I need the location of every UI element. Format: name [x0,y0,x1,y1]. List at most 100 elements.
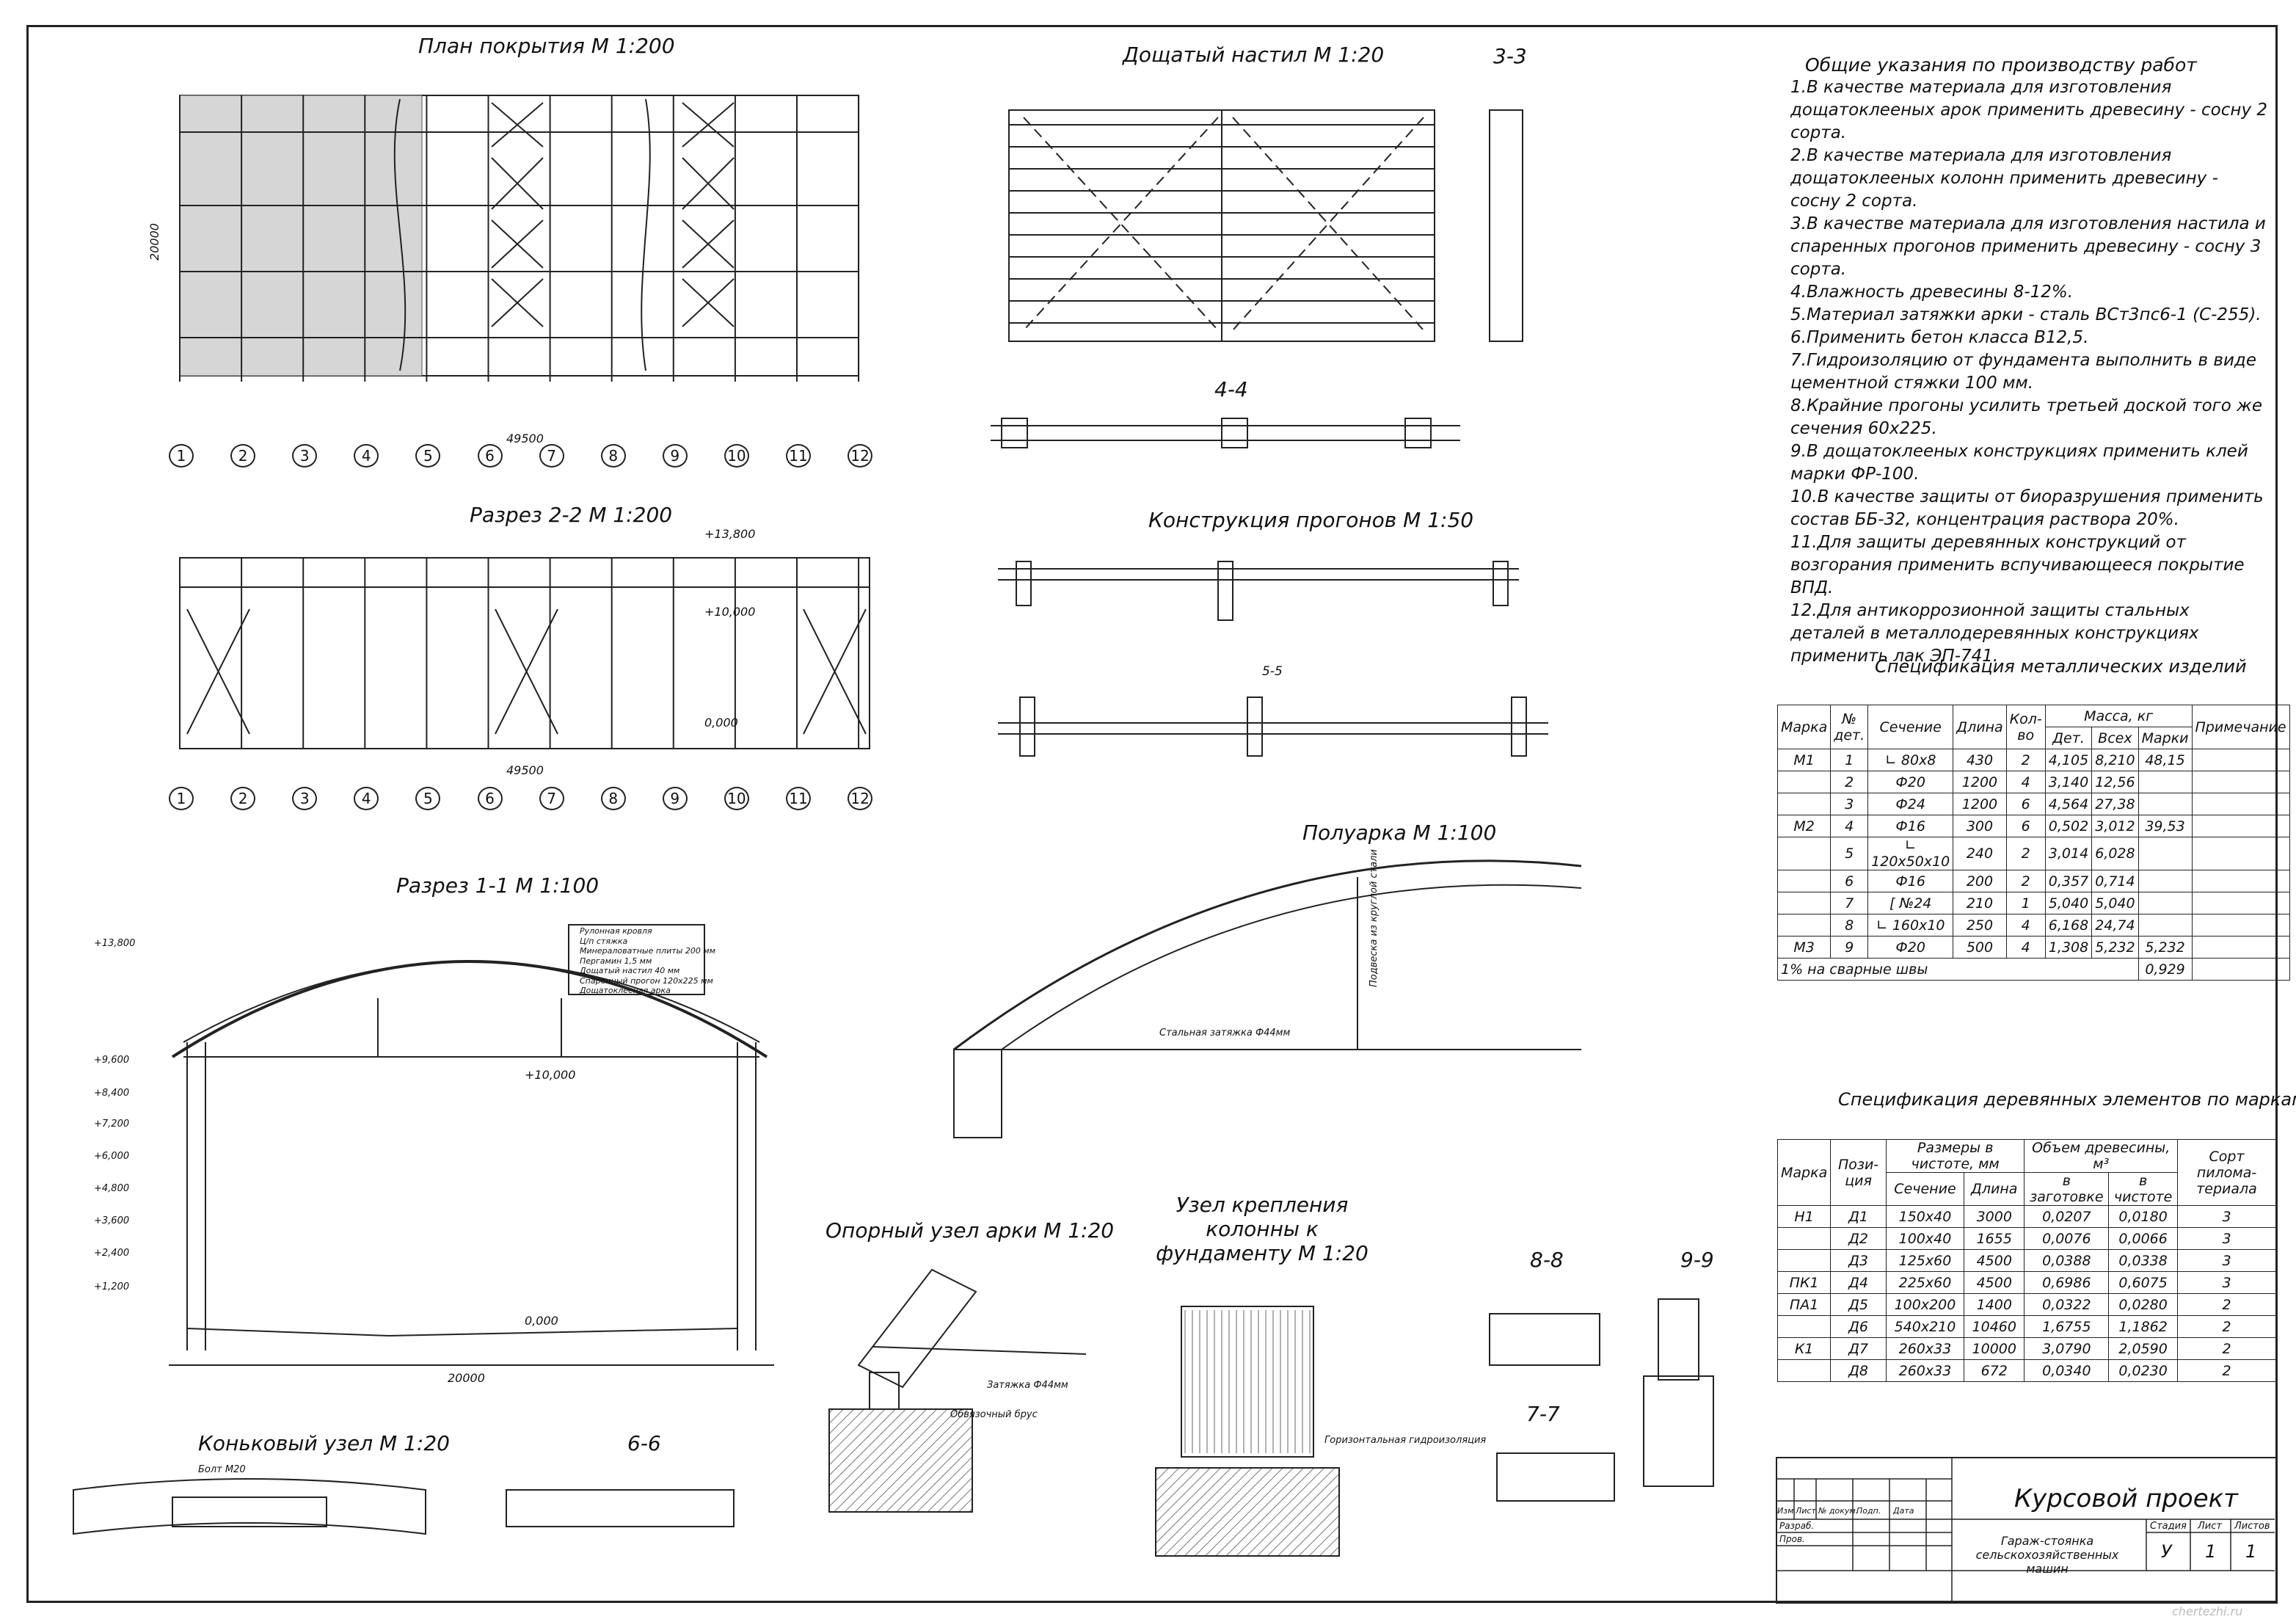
table-cell: 5 [1830,837,1869,870]
axis-bubble: 1 [169,787,194,810]
halfarch-title: Полуарка М 1:100 [1302,821,1497,845]
hydro-label: Горизонтальная гидроизоляция [1324,1435,1487,1446]
col-mark: Марка [1776,705,1832,749]
roof-layer: Ц/п стяжка [580,936,628,946]
notes-list: 1.В качестве материала для изготовления … [1790,76,2267,668]
table-cell: 4500 [1964,1271,2025,1294]
wcol-volume: Объем древесины, м³ [2024,1139,2179,1173]
table-cell: 0,0322 [2024,1293,2110,1316]
purlins-title: Конструкция прогонов М 1:50 [1148,508,1474,532]
note-item: 11.Для защиты деревянных конструкций от … [1790,533,2245,597]
table-cell [1776,837,1832,870]
col-section: Сечение [1867,705,1954,749]
table-cell [2138,892,2193,914]
table-cell: ПА1 [1776,1293,1832,1316]
note-item: 1.В качестве материала для изготовления … [1790,78,2267,142]
welds-value: 0,929 [2138,958,2193,981]
axis-bubble: 4 [354,787,379,810]
stamp-sheet-label: Лист [2198,1521,2222,1532]
table-cell: 5,232 [2138,936,2193,959]
table-cell: 8,210 [2091,749,2139,771]
wcol-pos: Пози-ция [1830,1139,1887,1206]
table-cell: 430 [1953,749,2007,771]
table-cell: M2 [1776,815,1832,837]
level-mark: +6,000 [94,1151,130,1162]
table-cell: 0,502 [2044,815,2093,837]
wood-spec-title: Спецификация деревянных элементов по мар… [1838,1089,2296,1110]
axis-bubble: 7 [539,787,564,810]
table-cell: Д8 [1830,1359,1887,1382]
s22-mid-level: +10,000 [704,605,756,619]
table-cell: 1400 [1964,1293,2025,1316]
welds-label: 1% на сварные швы [1777,958,2139,981]
table-cell: 1 [1830,749,1869,771]
table-cell: 4,564 [2044,793,2093,815]
wcol-blank: в заготовке [2024,1172,2110,1206]
table-cell: 100х40 [1885,1227,1965,1250]
table-cell: 10000 [1964,1337,2025,1360]
table-cell: 7 [1830,892,1869,914]
s77-title: 7-7 [1526,1402,1560,1426]
bolt-label: Болт М20 [198,1464,246,1475]
table-cell: 0,357 [2044,870,2093,892]
table-cell: 4500 [1964,1249,2025,1272]
table-cell: Ф16 [1867,815,1954,837]
table-cell: 3000 [1964,1205,2025,1228]
table-cell [2191,914,2290,937]
roof-layer: Спаренный прогон 120х225 мм [580,975,713,986]
table-cell: [ №24 [1867,892,1954,914]
table-cell: 1,6755 [2024,1315,2110,1338]
table-cell: 0,0180 [2108,1205,2179,1228]
table-cell: 0,714 [2091,870,2139,892]
table-cell: 4 [2005,914,2046,937]
table-cell: 48,15 [2138,749,2193,771]
s22-top-level: +13,800 [704,527,756,541]
col-qty: Кол-во [2005,705,2046,749]
tie-label: Стальная затяжка Ф44мм [1159,1028,1291,1039]
table-cell: 260х33 [1885,1359,1965,1382]
table-cell: 0,6986 [2024,1271,2110,1294]
table-cell [1776,892,1832,914]
stamp-sheets: 1 [2245,1541,2257,1562]
table-cell: 24,74 [2091,914,2139,937]
note-item: 6.Применить бетон класса В12,5. [1790,328,2089,347]
tie2-label: Затяжка Ф44мм [987,1380,1068,1391]
arch-zero-level: 0,000 [525,1314,558,1328]
table-cell: 250 [1953,914,2007,937]
table-cell: 2 [1830,771,1869,793]
table-cell: 6,028 [2091,837,2139,870]
table-cell: 3,012 [2091,815,2139,837]
note-item: 2.В качестве материала для изготовления … [1790,146,2218,211]
table-cell: 4 [2005,936,2046,959]
table-cell: 0,0388 [2024,1249,2110,1272]
table-cell [2138,837,2193,870]
table-cell: 3 [2177,1249,2276,1272]
table-cell: 100х200 [1885,1293,1965,1316]
table-cell: M3 [1776,936,1832,959]
table-cell [2191,771,2290,793]
decking-title: Дощатый настил М 1:20 [1123,43,1385,67]
level-mark: +13,800 [94,938,136,949]
plan-hatched-zone [179,95,423,377]
s88-title: 8-8 [1530,1248,1564,1272]
roof-layer: Пергамин 1,5 мм [580,956,652,966]
table-cell: 2 [2177,1359,2276,1382]
stamp-sheet: 1 [2205,1541,2217,1562]
table-cell: Д5 [1830,1293,1887,1316]
table-cell [2191,815,2290,837]
wcol-mark: Марка [1776,1139,1832,1206]
note-item: 9.В дощатоклееных конструкциях применить… [1790,442,2248,484]
col-note: Примечание [2191,705,2290,749]
table-cell: 1,1862 [2108,1315,2179,1338]
table-cell: 5,232 [2091,936,2139,959]
table-cell: 0,0340 [2024,1359,2110,1382]
stamp-stage: У [2161,1541,2172,1562]
table-cell: Ф20 [1867,936,1954,959]
wcol-size: Размеры в чистоте, мм [1885,1139,2025,1173]
note-item: 7.Гидроизоляцию от фундамента выполнить … [1790,351,2256,393]
